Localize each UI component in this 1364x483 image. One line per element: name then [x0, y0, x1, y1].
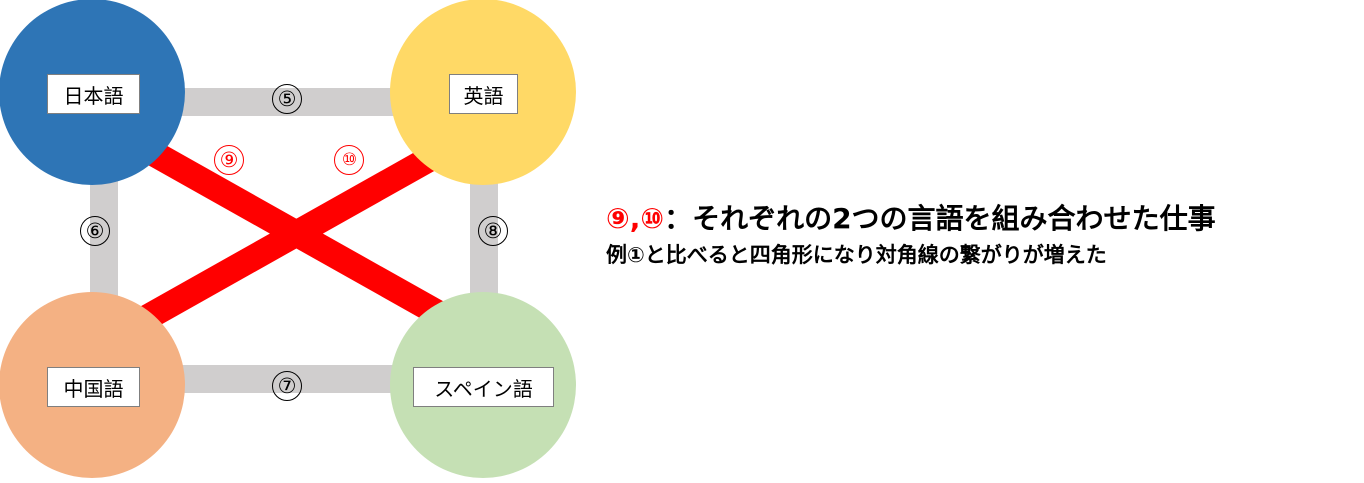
caption-subtitle: 例①と比べると四角形になり対角線の繋がりが増えた	[606, 243, 1107, 267]
caption-title: ⑨ , ⑩ ：それぞれの2つの言語を組み合わせた仕事	[606, 198, 1216, 240]
diagonal-english-chinese	[118, 138, 452, 342]
caption-ref-10: ⑩	[640, 202, 665, 235]
node-label-japanese: 日本語	[47, 74, 140, 114]
caption-separator: ,	[629, 202, 641, 235]
node-label-english: 英語	[449, 74, 518, 114]
node-label-chinese: 中国語	[47, 367, 140, 407]
node-label-spanish: スペイン語	[413, 367, 554, 407]
caption: ⑨ , ⑩ ：それぞれの2つの言語を組み合わせた仕事 例①と比べると四角形になり…	[606, 198, 1216, 270]
edge-label-9: ⑨	[214, 145, 244, 175]
edge-label-5: ⑤	[272, 84, 302, 114]
caption-ref-9: ⑨	[606, 202, 630, 235]
edge-label-10: ⑩	[334, 145, 364, 175]
edge-label-8: ⑧	[478, 216, 508, 246]
edge-label-7: ⑦	[272, 371, 302, 401]
caption-title-text: ：それぞれの2つの言語を組み合わせた仕事	[664, 202, 1216, 235]
edge-label-6: ⑥	[80, 216, 110, 246]
